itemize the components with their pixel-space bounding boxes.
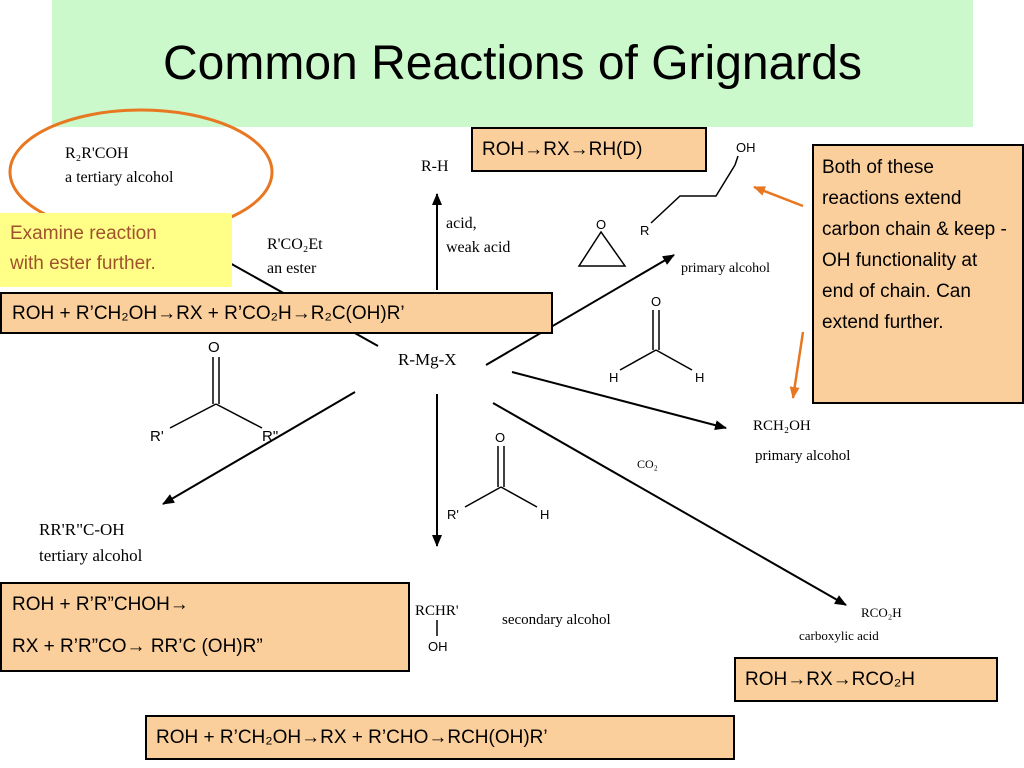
- chain-oh-bond: [734, 155, 739, 166]
- roh-rx-rh-box: ROH→RX→RH(D): [471, 127, 707, 172]
- arrow-to-epoxide-product: [485, 254, 675, 366]
- tertiary-alcohol-label-2: tertiary alcohol: [39, 546, 143, 565]
- co2-reaction-text: ROH→RX→RCO₂H: [745, 669, 915, 690]
- chain-extension-note: Both of these reactions extend carbon ch…: [812, 144, 1024, 404]
- tertiary-alcohol-name: a tertiary alcohol: [65, 169, 174, 186]
- formaldehyde-h2-label: H: [695, 370, 705, 385]
- ketone-o-label: O: [208, 339, 220, 356]
- aldehyde-h-label: H: [540, 507, 550, 522]
- co2-reaction-box: ROH→RX→RCO₂H: [734, 657, 998, 702]
- ketone-reaction-box: ROH + R’R”CHOH→ RX + R’R”CO→ RR’C (OH)R”: [0, 582, 410, 672]
- rch2oh-product: RCH₂OH: [753, 418, 811, 434]
- arrow-to-co2-product: [492, 402, 847, 606]
- roh-rx-rh-text: ROH→RX→RH(D): [482, 139, 643, 160]
- ketone-r1-label: R': [150, 428, 164, 445]
- callout-line-1: Examine reaction: [10, 223, 157, 244]
- ester-callout: Examine reaction with ester further.: [0, 213, 232, 287]
- chain-oh-label: OH: [736, 140, 756, 155]
- epoxide-o-label: O: [596, 217, 607, 232]
- note-arrow-top: [753, 185, 804, 208]
- secondary-alcohol-label: secondary alcohol: [502, 612, 611, 628]
- ketone-reaction-line-2: RX + R’R”CO→ RR’C (OH)R”: [12, 636, 263, 657]
- note-arrow-bottom: [789, 331, 805, 399]
- callout-line-2: with ester further.: [10, 253, 156, 274]
- rh-product: R-H: [421, 158, 449, 175]
- aldehyde-bond-r: [464, 486, 502, 508]
- ketone-reaction-line-1: ROH + R’R”CHOH→: [12, 594, 189, 615]
- ketone-r2-label: R": [262, 428, 279, 445]
- tertiary-alcohol-product: RR'R"C-OH: [39, 520, 125, 539]
- aldehyde-bond-h: [500, 486, 538, 508]
- chain-r-label: R: [640, 223, 650, 238]
- epoxide-ring: [577, 230, 627, 267]
- ester-name: an ester: [267, 260, 317, 277]
- ester-reaction-box: ROH + R’CH₂OH→RX + R’CO₂H→R₂C(OH)R’: [0, 292, 553, 334]
- co2-reagent: CO₂: [637, 457, 658, 471]
- slide-title: Common Reactions of Grignards: [163, 37, 862, 90]
- carboxylic-acid-label: carboxylic acid: [799, 628, 879, 643]
- aldehyde-o-label: O: [495, 430, 506, 445]
- formaldehyde-h1-label: H: [609, 370, 619, 385]
- ketone-bond-r1: [169, 403, 217, 429]
- arrow-to-ketone-product: [162, 391, 356, 505]
- acid-label-2: weak acid: [446, 239, 511, 256]
- ketone-bond-r2: [215, 403, 263, 429]
- formaldehyde-bond-h1: [619, 349, 657, 371]
- grignard-reagent: R-Mg-X: [398, 350, 457, 369]
- secondary-alcohol-oh: OH: [428, 639, 448, 654]
- aldehyde-reaction-box: ROH + R’CH₂OH→RX + R’CHO→RCH(OH)R’: [145, 715, 735, 760]
- arrow-to-formaldehyde-product: [511, 371, 727, 431]
- aldehyde-r-label: R': [447, 507, 459, 522]
- rco2h-product: RCO₂H: [861, 605, 902, 620]
- primary-alcohol-label-2: primary alcohol: [755, 448, 851, 464]
- acid-label-1: acid,: [446, 215, 477, 232]
- aldehyde-reaction-text: ROH + R’CH₂OH→RX + R’CHO→RCH(OH)R’: [156, 727, 548, 748]
- formaldehyde-bond-h2: [655, 349, 693, 371]
- tertiary-alcohol-formula: R₂R'COH: [65, 145, 129, 162]
- ester-reaction-text: ROH + R’CH₂OH→RX + R’CO₂H→R₂C(OH)R’: [12, 303, 405, 324]
- secondary-alcohol-formula: RCHR': [415, 603, 459, 619]
- formaldehyde-o-label: O: [651, 294, 662, 309]
- title-band: Common Reactions of Grignards: [52, 0, 973, 127]
- chain-structure: [650, 164, 736, 224]
- primary-alcohol-label-1: primary alcohol: [681, 261, 771, 276]
- ester-formula: R'CO₂Et: [267, 236, 323, 253]
